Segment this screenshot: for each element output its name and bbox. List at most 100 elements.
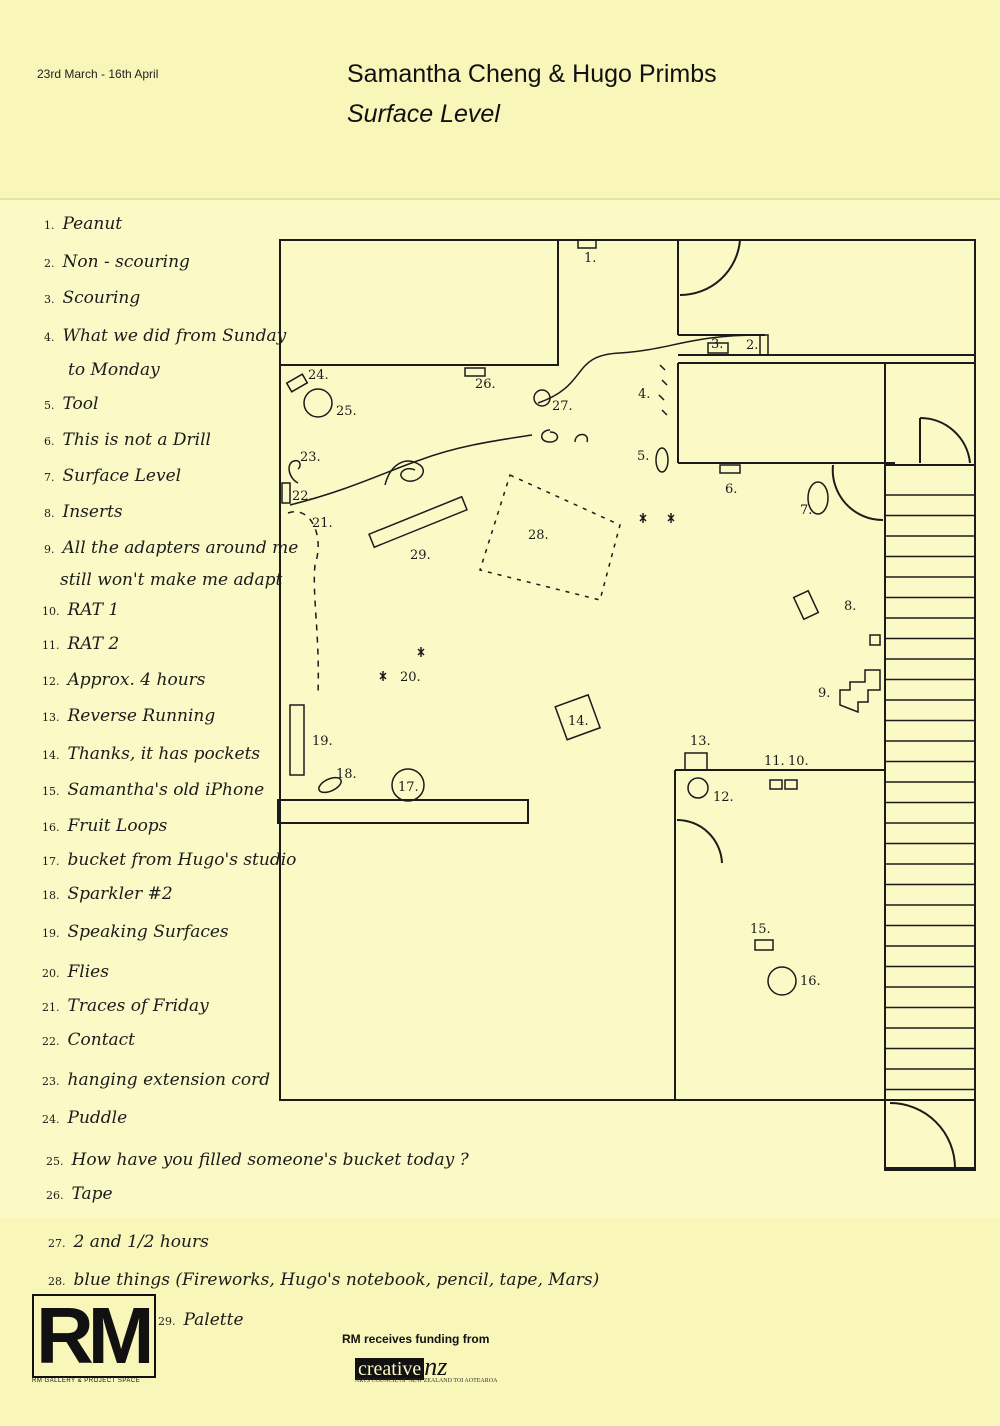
creative-nz-suffix: nz xyxy=(424,1352,448,1381)
work-4-marks xyxy=(658,364,668,416)
work-19-speaking-surfaces xyxy=(289,704,305,776)
plan-label: 27. xyxy=(552,399,573,414)
legend-item: 18.Sparkler #2 xyxy=(42,884,173,904)
legend-item: 24.Puddle xyxy=(42,1108,128,1128)
plan-label: 19. xyxy=(312,734,333,749)
work-14-pockets xyxy=(554,693,602,741)
work-29-palette xyxy=(368,495,468,549)
header-divider xyxy=(0,198,1000,200)
rm-logo: RM xyxy=(32,1294,157,1378)
legend-item: 11.RAT 2 xyxy=(42,634,120,654)
work-26-tape xyxy=(464,367,486,377)
work-27-object xyxy=(533,389,551,407)
plan-label: 28. xyxy=(528,528,549,543)
legend-item: 19.Speaking Surfaces xyxy=(42,922,229,942)
legend-item: 2.Non - scouring xyxy=(44,252,190,272)
legend-item: 9.All the adapters around me xyxy=(44,538,299,558)
work-21-traces xyxy=(287,510,320,696)
work-10-rat-1 xyxy=(784,779,798,790)
work-20-fly xyxy=(639,513,647,523)
legend-item: 25.How have you filled someone's bucket … xyxy=(46,1150,469,1170)
door-swing xyxy=(679,239,741,297)
legend-item: 1.Peanut xyxy=(44,214,123,234)
plan-label: 1. xyxy=(584,251,596,266)
door-swing xyxy=(889,1102,956,1169)
legend-item: 16.Fruit Loops xyxy=(42,816,168,836)
plan-label: 5. xyxy=(637,449,649,464)
work-25-bucket-question xyxy=(303,388,333,418)
plan-label: 6. xyxy=(725,482,737,497)
plan-label: 26. xyxy=(475,377,496,392)
work-20-fly xyxy=(379,671,387,681)
work-9-adapters xyxy=(839,669,881,714)
legend-item: 29.Palette xyxy=(158,1310,244,1330)
plan-label: 20. xyxy=(400,670,421,685)
exhibition-title: Surface Level xyxy=(347,100,500,128)
plan-label: 17. xyxy=(398,780,419,795)
legend-item: 26.Tape xyxy=(46,1184,113,1204)
legend-item: 28.blue things (Fireworks, Hugo's notebo… xyxy=(48,1270,600,1290)
work-1-peanut xyxy=(577,239,597,249)
work-squiggle xyxy=(541,429,589,443)
plan-label: 10. xyxy=(788,754,809,769)
plan-label: 15. xyxy=(750,922,771,937)
door-swing xyxy=(831,464,884,522)
work-11-rat-2 xyxy=(769,779,783,790)
work-2-non-scouring xyxy=(759,334,769,356)
gallery-divider-wall xyxy=(277,799,529,824)
stair-treads xyxy=(885,494,975,1091)
creative-nz-word: creative xyxy=(355,1358,425,1380)
plan-label: 23. xyxy=(300,450,321,465)
plan-label: 16. xyxy=(800,974,821,989)
room-top-left xyxy=(279,239,559,366)
work-28-blue-things xyxy=(479,473,621,601)
legend-item: 8.Inserts xyxy=(44,502,123,522)
legend-item: 13.Reverse Running xyxy=(42,706,216,726)
floor-plan: 1. 2. 3. 4. 5. 6. 7. 8. 9. 10. 11. 12. 1… xyxy=(277,239,976,1171)
work-23-cord xyxy=(288,459,301,484)
legend-item-continued: to Monday xyxy=(68,360,160,380)
bottom-right-room xyxy=(884,1099,976,1171)
work-16-fruit-loops xyxy=(767,966,797,996)
work-6-drill xyxy=(719,464,741,474)
work-8-small xyxy=(869,634,881,646)
work-27-line xyxy=(537,334,761,404)
plan-label: 8. xyxy=(844,599,856,614)
artist-names: Samantha Cheng & Hugo Primbs xyxy=(347,60,717,88)
plan-number-labels: 1. 2. 3. 4. 5. 6. 7. 8. 9. 10. 11. 12. 1… xyxy=(292,251,856,989)
work-5-tool xyxy=(655,447,669,473)
work-17-bucket xyxy=(391,768,425,802)
legend-item: 14.Thanks, it has pockets xyxy=(42,744,261,764)
plan-label: 14. xyxy=(568,714,589,729)
plan-label: 24. xyxy=(308,368,329,383)
work-20-fly xyxy=(667,513,675,523)
legend-item-continued: still won't make me adapt xyxy=(60,570,283,590)
creative-nz-caption: ARTS COUNCIL OF NEW ZEALAND TOI AOTEAROA xyxy=(355,1378,498,1384)
work-20-fly xyxy=(417,647,425,657)
work-22-contact xyxy=(281,482,291,504)
funding-text: RM receives funding from xyxy=(342,1332,490,1346)
plan-label: 2. xyxy=(746,338,758,353)
legend-item: 27.2 and 1/2 hours xyxy=(48,1232,209,1252)
legend-item: 17.bucket from Hugo's studio xyxy=(42,850,297,870)
legend-item: 12.Approx. 4 hours xyxy=(42,670,206,690)
work-7-surface-level xyxy=(807,481,829,515)
work-trace-scribble xyxy=(384,460,425,486)
plan-label: 21. xyxy=(312,516,333,531)
door-swing xyxy=(919,416,971,464)
legend-item: 5.Tool xyxy=(44,394,99,414)
legend-item: 6.This is not a Drill xyxy=(44,430,211,450)
plan-label: 7. xyxy=(800,503,812,518)
door-swing xyxy=(676,818,723,864)
plan-label: 18. xyxy=(336,767,357,782)
work-18-sparkler xyxy=(318,776,342,794)
header-band xyxy=(0,0,1000,200)
work-3-scouring xyxy=(707,342,729,354)
legend-item: 22.Contact xyxy=(42,1030,136,1050)
plan-label: 25. xyxy=(336,404,357,419)
work-trace-line xyxy=(289,434,533,506)
footer-band xyxy=(0,1218,1000,1426)
legend-item: 4.What we did from Sunday xyxy=(44,326,287,346)
work-15-iphone xyxy=(754,939,774,951)
